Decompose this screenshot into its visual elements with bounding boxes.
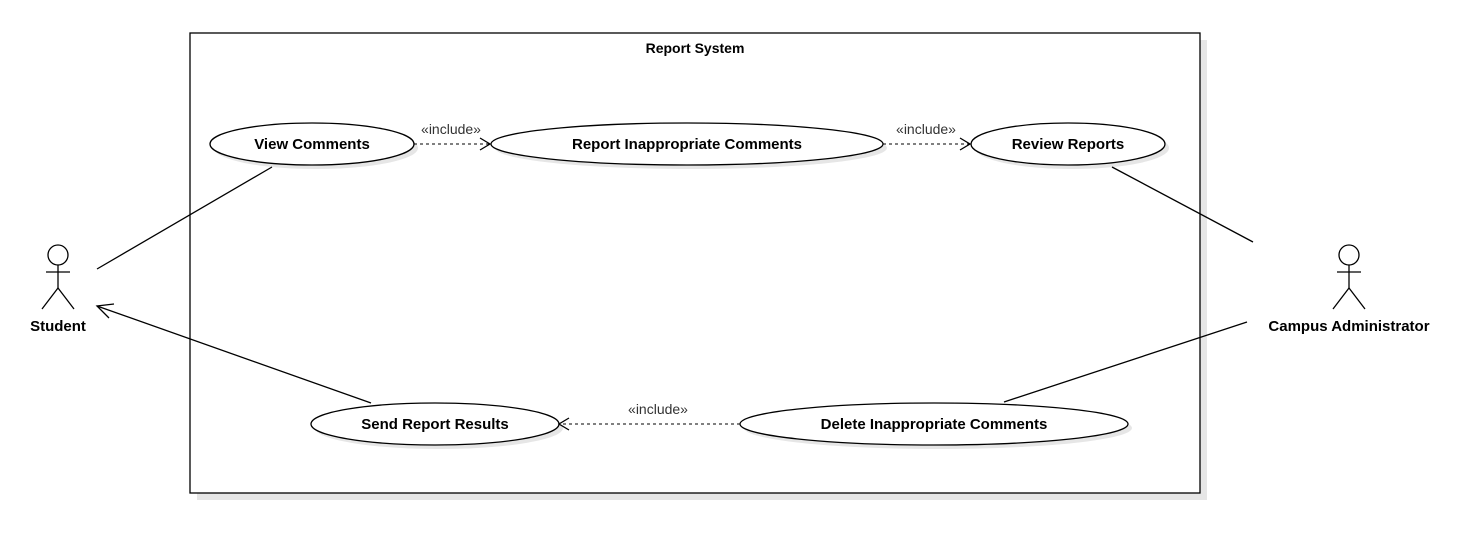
include-label: «include»: [896, 121, 956, 137]
include-relation-report-to-review: «include»: [883, 121, 972, 151]
actor-label: Campus Administrator: [1268, 318, 1429, 335]
system-title: Report System: [646, 40, 745, 56]
use-case-view-comments[interactable]: View Comments: [209, 122, 418, 169]
use-case-label: Send Report Results: [361, 416, 509, 433]
actor-campus-administrator[interactable]: Campus Administrator: [1268, 244, 1430, 335]
include-label: «include»: [421, 121, 481, 137]
use-case-label: Delete Inappropriate Comments: [821, 416, 1048, 433]
use-case-send-report-results[interactable]: Send Report Results: [310, 402, 563, 449]
actor-student[interactable]: Student: [30, 244, 86, 335]
use-case-review-reports[interactable]: Review Reports: [970, 122, 1169, 169]
use-case-delete-inappropriate-comments[interactable]: Delete Inappropriate Comments: [739, 402, 1132, 449]
use-case-report-inappropriate-comments[interactable]: Report Inappropriate Comments: [490, 122, 887, 169]
association-student-view-comments: [96, 166, 273, 270]
association-review-reports-admin: [1111, 166, 1254, 243]
use-case-label: Report Inappropriate Comments: [572, 136, 802, 153]
include-relation-delete-to-send: «include»: [557, 401, 740, 431]
stick-figure-icon: [41, 244, 75, 310]
use-case-label: View Comments: [254, 136, 370, 153]
use-case-label: Review Reports: [1012, 136, 1125, 153]
association-admin-delete-comments: [1003, 321, 1248, 403]
include-relation-view-to-report: «include»: [414, 121, 492, 151]
stick-figure-icon: [1332, 244, 1366, 310]
actor-label: Student: [30, 318, 86, 335]
include-label: «include»: [628, 401, 688, 417]
association-send-results-to-student: [95, 303, 372, 404]
